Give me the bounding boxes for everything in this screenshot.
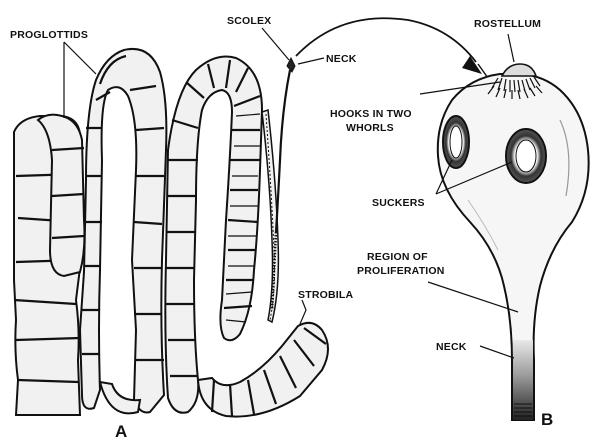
label-neck-b: NECK: [436, 341, 467, 353]
label-strobila: STROBILA: [298, 289, 353, 301]
strobila-loop-3: [165, 57, 262, 413]
magnification-arrow: [296, 18, 488, 78]
label-proglottids: PROGLOTTIDS: [10, 29, 88, 41]
figure-label-b: B: [541, 410, 553, 429]
label-hooks-line-2: WHORLS: [346, 122, 394, 134]
label-rostellum: ROSTELLUM: [474, 18, 541, 30]
label-hooks-line-1: HOOKS IN TWO: [330, 108, 412, 120]
strobila-loop-4: [198, 323, 328, 417]
label-neck-a: NECK: [326, 53, 357, 65]
figure-label-a: A: [115, 422, 127, 437]
label-scolex: SCOLEX: [227, 15, 271, 27]
figure-b-scolex-enlarged: [438, 64, 589, 420]
strobila-neck-thread: [262, 70, 290, 322]
scolex-head: [287, 58, 295, 72]
strobila-loop-1: [14, 115, 85, 415]
label-suckers: SUCKERS: [372, 197, 425, 209]
figure-a-tapeworm: [14, 49, 328, 417]
label-region-line-2: PROLIFERATION: [357, 265, 445, 277]
label-region-line-1: REGION OF: [367, 251, 428, 263]
strobila-loop-2: [80, 49, 166, 413]
